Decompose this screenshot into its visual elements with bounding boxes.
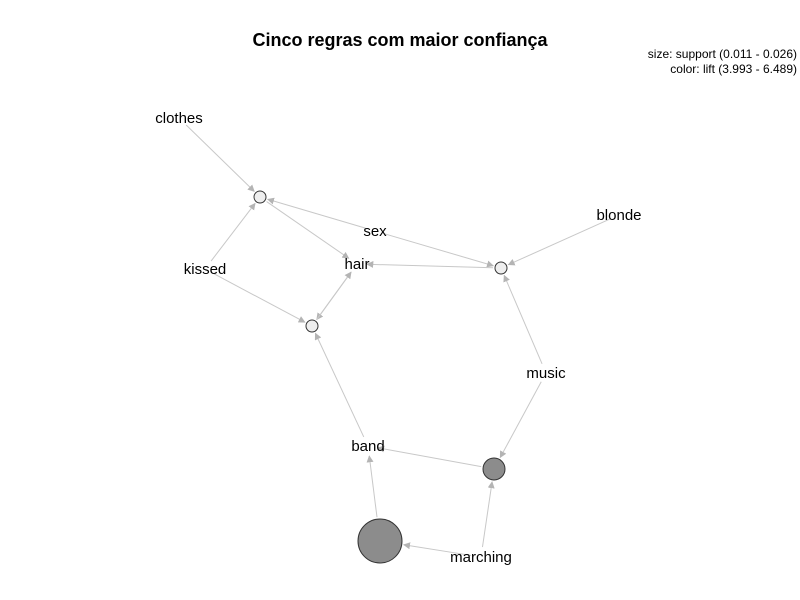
item-label-music: music bbox=[526, 365, 566, 382]
edge-band-to-r3 bbox=[314, 332, 365, 438]
edge-blonde-to-r2 bbox=[507, 218, 611, 266]
edge-marching-to-r4 bbox=[481, 481, 495, 548]
item-label-marching: marching bbox=[450, 549, 512, 566]
rule-node-r1 bbox=[253, 190, 267, 204]
rule-node-r5 bbox=[357, 518, 403, 564]
chart-title: Cinco regras com maior confiança bbox=[252, 30, 548, 50]
edge-marching-to-r5 bbox=[403, 542, 472, 556]
edge-r3-to-hair bbox=[316, 271, 352, 320]
edge-sex-to-r1 bbox=[267, 197, 366, 229]
legend-color: color: lift (3.993 - 6.489) bbox=[670, 62, 797, 76]
edges-layer bbox=[185, 124, 611, 556]
edge-music-to-r2 bbox=[503, 274, 543, 365]
item-label-blonde: blonde bbox=[596, 207, 641, 224]
item-label-hair: hair bbox=[344, 256, 369, 273]
edge-clothes-to-r1 bbox=[185, 124, 255, 192]
rules-layer bbox=[253, 190, 508, 564]
edge-kissed-to-r3 bbox=[213, 273, 306, 323]
rule-node-r3 bbox=[305, 319, 319, 333]
legend-size: size: support (0.011 - 0.026) bbox=[648, 47, 797, 61]
item-label-clothes: clothes bbox=[155, 110, 203, 127]
labels-layer: clothes kissed sex hair blonde music band march… bbox=[155, 110, 641, 566]
edge-music-to-r4 bbox=[499, 381, 542, 459]
edge-kissed-to-r1 bbox=[210, 202, 256, 262]
edge-sex-to-r2 bbox=[384, 233, 494, 268]
rule-node-r4 bbox=[482, 457, 506, 481]
edge-r4-to-band bbox=[377, 445, 482, 468]
item-label-band: band bbox=[351, 438, 384, 455]
edge-r1-to-hair bbox=[266, 201, 350, 259]
item-label-kissed: kissed bbox=[184, 261, 227, 278]
item-label-sex: sex bbox=[363, 223, 387, 240]
edge-r5-to-band bbox=[366, 455, 378, 518]
rule-node-r2 bbox=[494, 261, 508, 275]
edge-r2-to-hair bbox=[366, 260, 494, 269]
